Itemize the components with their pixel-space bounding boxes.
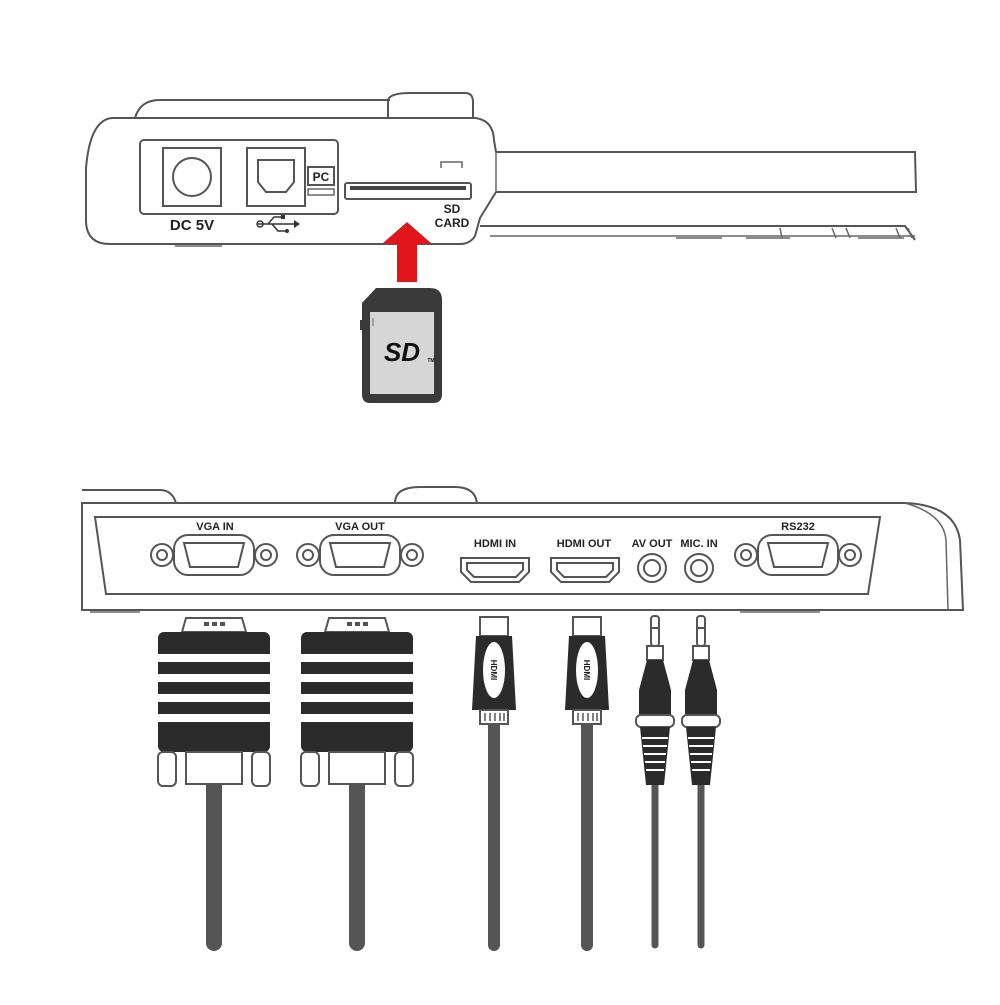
pc-led: [307, 188, 335, 196]
av-out-plug: [635, 615, 675, 949]
side-view-device: PC DC 5V SD CARD: [85, 92, 918, 247]
usb-icon: [256, 215, 300, 233]
port-label-rs232: RS232: [781, 521, 815, 533]
rear-upper-left-contour: [82, 489, 177, 504]
usb-port: [246, 147, 306, 207]
hdmi-plug-text: HDMI: [489, 660, 498, 680]
rear-port-panel: [93, 516, 882, 595]
port-label-hdmi-in: HDMI IN: [474, 538, 516, 550]
dc-jack: [162, 147, 222, 207]
port-label-vga-out: VGA OUT: [335, 521, 385, 533]
hdmi-cable-out: HDMI: [565, 616, 609, 951]
av-out-jack[interactable]: [637, 553, 667, 583]
mic-in-jack[interactable]: [684, 553, 714, 583]
sd-label-line1: SD: [444, 202, 461, 216]
sd-logo-text: SD: [384, 337, 420, 367]
rear-knob: [393, 486, 479, 504]
pc-badge: [307, 166, 335, 186]
sd-slot-opening: [350, 186, 466, 190]
sd-label-line2: CARD: [435, 216, 470, 230]
vga-in-port[interactable]: [150, 534, 278, 576]
side-knob: [387, 92, 474, 119]
dc-label: DC 5V: [170, 217, 214, 234]
hdmi-plug-text: HDMI: [582, 660, 591, 680]
vga-cable-out: [300, 617, 414, 951]
red-arrow-icon: [383, 222, 431, 282]
rear-view-device: VGA IN VGA OUT HDMI IN HDMI OUT AV OUT M…: [81, 486, 965, 613]
sd-card: SD TM: [360, 288, 442, 403]
side-upper-contour: [134, 99, 390, 119]
sd-card-face: [370, 312, 434, 394]
hdmi-in-port[interactable]: [460, 557, 530, 583]
insert-arrow: [383, 222, 431, 282]
vga-cable-in: [157, 617, 271, 951]
hdmi-out-port[interactable]: [550, 557, 620, 583]
hdmi-cable-in: HDMI: [472, 616, 516, 951]
usb-port-socket: [257, 159, 295, 193]
dc-jack-hole: [172, 157, 212, 197]
pc-label: PC: [313, 170, 330, 184]
sd-slot[interactable]: [344, 182, 472, 200]
port-label-vga-in: VGA IN: [196, 521, 234, 533]
sd-tm-text: TM: [427, 358, 434, 364]
side-small-bracket: [440, 161, 463, 168]
mic-in-plug: [681, 615, 721, 949]
port-label-av-out: AV OUT: [632, 538, 673, 550]
rear-edge: [904, 502, 949, 611]
port-label-hdmi-out: HDMI OUT: [557, 538, 612, 550]
port-label-mic-in: MIC. IN: [680, 538, 717, 550]
side-foot-ticks: [779, 227, 913, 239]
sd-card-notch: [360, 320, 364, 330]
rs232-port[interactable]: [734, 534, 862, 576]
vga-out-port[interactable]: [296, 534, 424, 576]
